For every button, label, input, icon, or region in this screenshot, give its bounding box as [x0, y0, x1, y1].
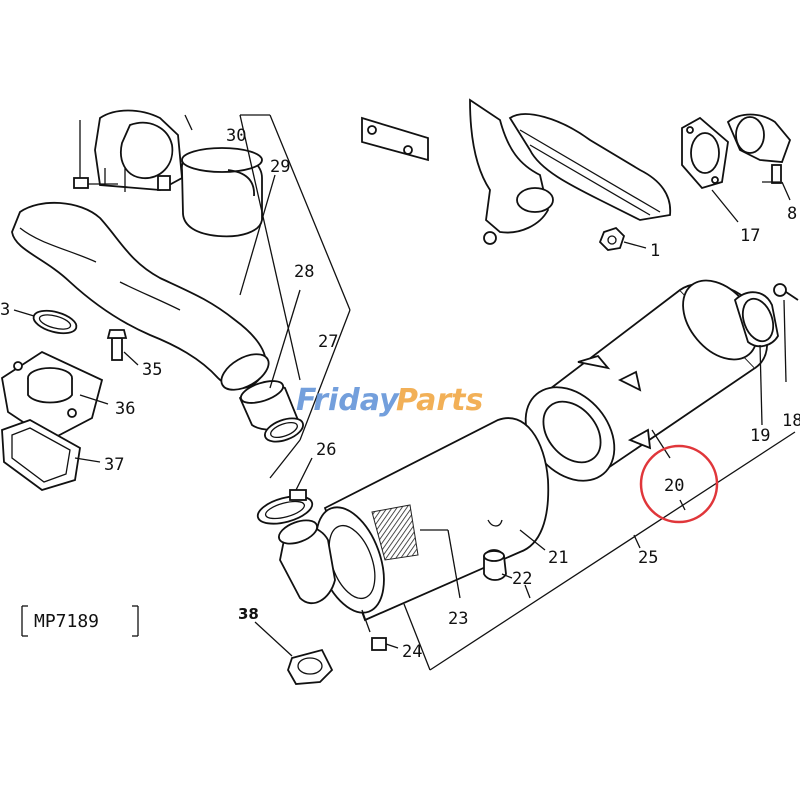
callout-8: 8 [787, 204, 797, 224]
clamp-part-26 [256, 457, 314, 525]
leader-lines-upper-left [239, 114, 351, 479]
callout-29: 29 [270, 157, 290, 177]
callout-18: 18 [782, 411, 800, 431]
callout-27: 27 [318, 332, 338, 352]
bolt-part-35 [106, 329, 139, 366]
watermark-part2: Parts [396, 383, 483, 418]
pipe-top-right [726, 113, 792, 163]
nut-part-1 [598, 226, 647, 251]
fitting-part-24 [361, 609, 399, 651]
watermark-part1: Friday [296, 383, 400, 418]
callout-22: 22 [512, 569, 532, 589]
callout-21: 21 [548, 548, 568, 568]
clamp-part-27 [263, 417, 305, 443]
callout-23: 23 [448, 609, 468, 629]
leader-lines-lower [403, 431, 796, 671]
callout-35: 35 [142, 360, 162, 380]
flange-part-17 [681, 116, 739, 223]
valve-part-22 [483, 549, 513, 581]
clamp-part-3 [13, 309, 78, 335]
callout-20: 20 [664, 476, 684, 496]
callout-25: 25 [638, 548, 658, 568]
hose-part-30 [181, 147, 263, 238]
callout-28: 28 [294, 262, 314, 282]
drawing-code-box: MP7189 [21, 605, 139, 637]
callout-17: 17 [740, 226, 760, 246]
callout-1: 1 [650, 241, 660, 261]
clip-part-18 [773, 283, 799, 383]
mount-bracket-part-36 [1, 350, 109, 442]
callout-38: 38 [238, 605, 259, 623]
sleeve-part-28 [238, 380, 300, 431]
callout-37: 37 [104, 455, 124, 475]
upper-pipe-bracket [361, 98, 672, 245]
callout-19: 19 [750, 426, 770, 446]
air-cleaner-housing-part-21 [315, 417, 550, 622]
bolt-part-8 [762, 164, 791, 201]
callout-labels: 30 29 28 27 26 3 35 36 37 1 17 8 18 19 2… [0, 126, 800, 662]
callout-36: 36 [115, 399, 135, 419]
gasket-part-37 [1, 419, 101, 491]
callout-24: 24 [402, 642, 422, 662]
elbow-inlet [277, 519, 336, 604]
callout-26: 26 [316, 440, 336, 460]
watermark-fridayparts: Friday Parts [296, 383, 483, 418]
callout-30: 30 [226, 126, 246, 146]
bracket-assembly-left [73, 109, 193, 192]
callout-3: 3 [0, 300, 10, 320]
highlight-circle [639, 444, 719, 524]
indicator-part-38 [254, 621, 334, 685]
cap-part-19 [733, 291, 779, 426]
drawing-code: MP7189 [34, 611, 99, 632]
intake-tube [11, 201, 270, 391]
filter-element-part-20 [524, 279, 769, 482]
